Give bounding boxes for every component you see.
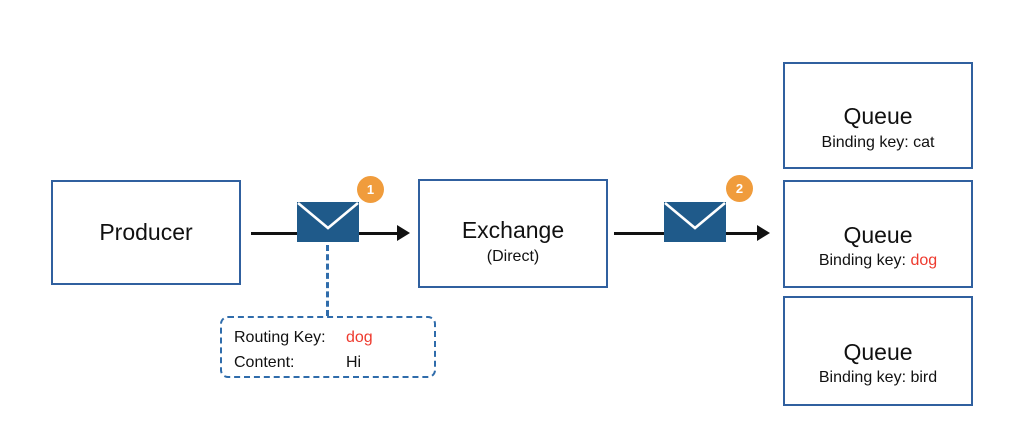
content-value: Hi [346, 354, 362, 371]
producer-label: Producer [99, 219, 193, 246]
arrowhead-to-queue [757, 225, 770, 241]
arrowhead-to-exchange [397, 225, 410, 241]
queue-dog-binding: Binding key: dog [819, 252, 937, 270]
queue-box-dog-content: Queue Binding key: dog [819, 222, 937, 271]
routing-key-label: Routing Key: [234, 329, 326, 346]
queue-dog-title: Queue [843, 221, 913, 248]
queue-cat-binding-value: cat [913, 133, 935, 151]
queue-cat-title: Queue [843, 103, 913, 130]
queue-box-bird-content: Queue Binding key: bird [819, 339, 937, 388]
message-step-badge-1: 1 [357, 176, 384, 203]
queue-box-cat-content: Queue Binding key: cat [822, 103, 935, 152]
queue-box-dog: Queue Binding key: dog [783, 180, 973, 288]
message-envelope-icon-1 [297, 202, 359, 242]
dashed-connector-line [326, 245, 329, 316]
queue-bird-binding-label: Binding key: [818, 369, 907, 387]
queue-cat-binding-label: Binding key: [821, 133, 909, 151]
routing-key-row: Routing Key: dog [234, 325, 434, 350]
queue-dog-binding-value: dog [910, 252, 938, 270]
message-detail-box: Routing Key: dog Content: Hi [220, 316, 436, 378]
producer-box: Producer [51, 180, 241, 285]
exchange-box: Exchange (Direct) [418, 179, 608, 288]
queue-dog-binding-label: Binding key: [818, 252, 906, 270]
queue-bird-title: Queue [843, 338, 913, 365]
queue-box-cat: Queue Binding key: cat [783, 62, 973, 169]
queue-bird-binding: Binding key: bird [819, 369, 937, 387]
exchange-type-label: (Direct) [486, 247, 540, 265]
queue-box-bird: Queue Binding key: bird [783, 296, 973, 406]
content-label: Content: [234, 354, 295, 371]
producer-box-content: Producer [99, 219, 192, 245]
message-envelope-icon-2 [664, 202, 726, 242]
message-step-badge-2: 2 [726, 175, 753, 202]
routing-key-value: dog [346, 329, 373, 346]
content-row: Content: Hi [234, 350, 434, 375]
queue-bird-binding-value: bird [910, 369, 938, 387]
queue-cat-binding: Binding key: cat [822, 134, 935, 152]
exchange-label: Exchange [461, 217, 565, 244]
exchange-box-content: Exchange (Direct) [462, 217, 564, 266]
